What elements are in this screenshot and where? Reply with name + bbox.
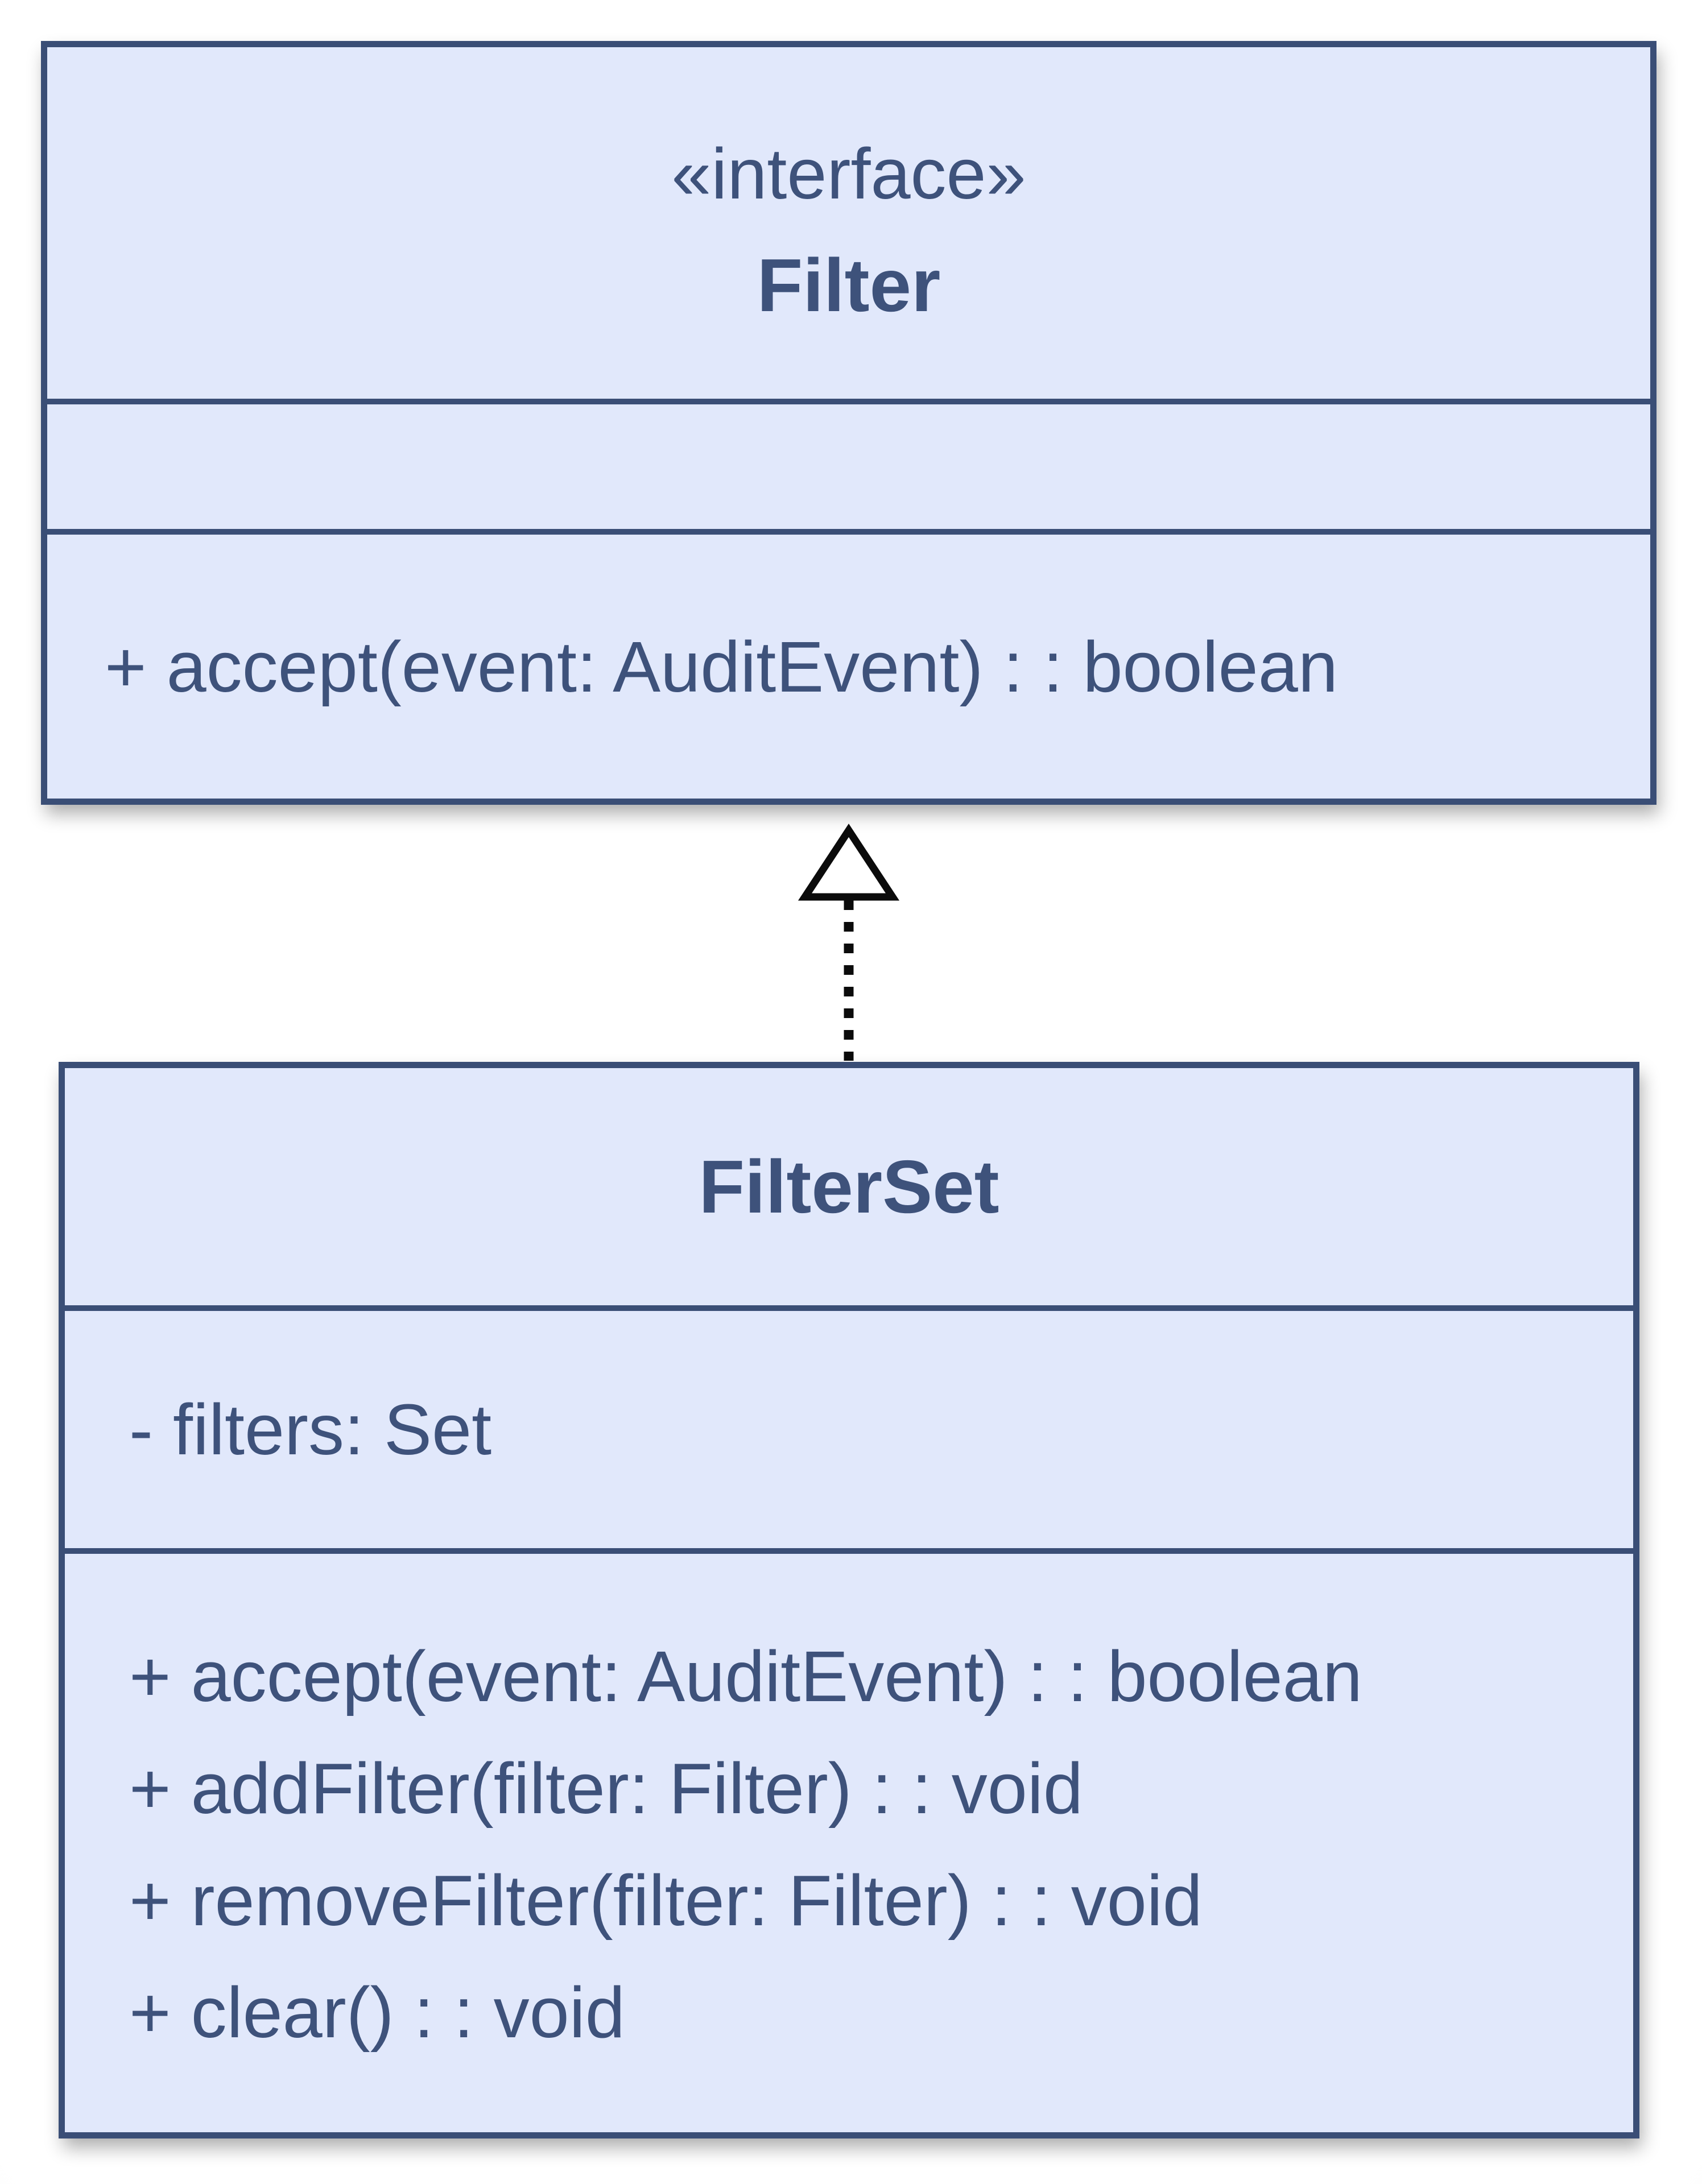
filterset-attribute-filters: - filters: Set xyxy=(129,1389,492,1470)
filter-method-accept: + accept(event: AuditEvent) : : boolean xyxy=(105,626,1338,707)
class-box-filterset: FilterSet - filters: Set + accept(event:… xyxy=(59,1062,1639,2138)
filterset-method-removefilter: + removeFilter(filter: Filter) : : void xyxy=(129,1860,1203,1941)
filterset-method-clear: + clear() : : void xyxy=(129,1972,625,2053)
filterset-method-addfilter: + addFilter(filter: Filter) : : void xyxy=(129,1748,1083,1829)
filterset-method-accept: + accept(event: AuditEvent) : : boolean xyxy=(129,1636,1362,1716)
filterset-attributes-compartment: - filters: Set xyxy=(65,1311,1633,1554)
filterset-methods-compartment: + accept(event: AuditEvent) : : boolean … xyxy=(65,1554,1633,2132)
filter-attributes-compartment xyxy=(47,404,1650,535)
class-box-filter: «interface» Filter + accept(event: Audit… xyxy=(41,41,1656,805)
filter-stereotype: «interface» xyxy=(671,134,1026,214)
filter-methods-compartment: + accept(event: AuditEvent) : : boolean xyxy=(47,535,1650,799)
realization-arrow xyxy=(798,824,900,1061)
filterset-class-name: FilterSet xyxy=(699,1144,999,1228)
filterset-title-compartment: FilterSet xyxy=(65,1068,1633,1311)
filter-title-compartment: «interface» Filter xyxy=(47,47,1650,404)
filter-class-name: Filter xyxy=(757,243,941,327)
hollow-triangle-arrowhead xyxy=(798,824,900,901)
